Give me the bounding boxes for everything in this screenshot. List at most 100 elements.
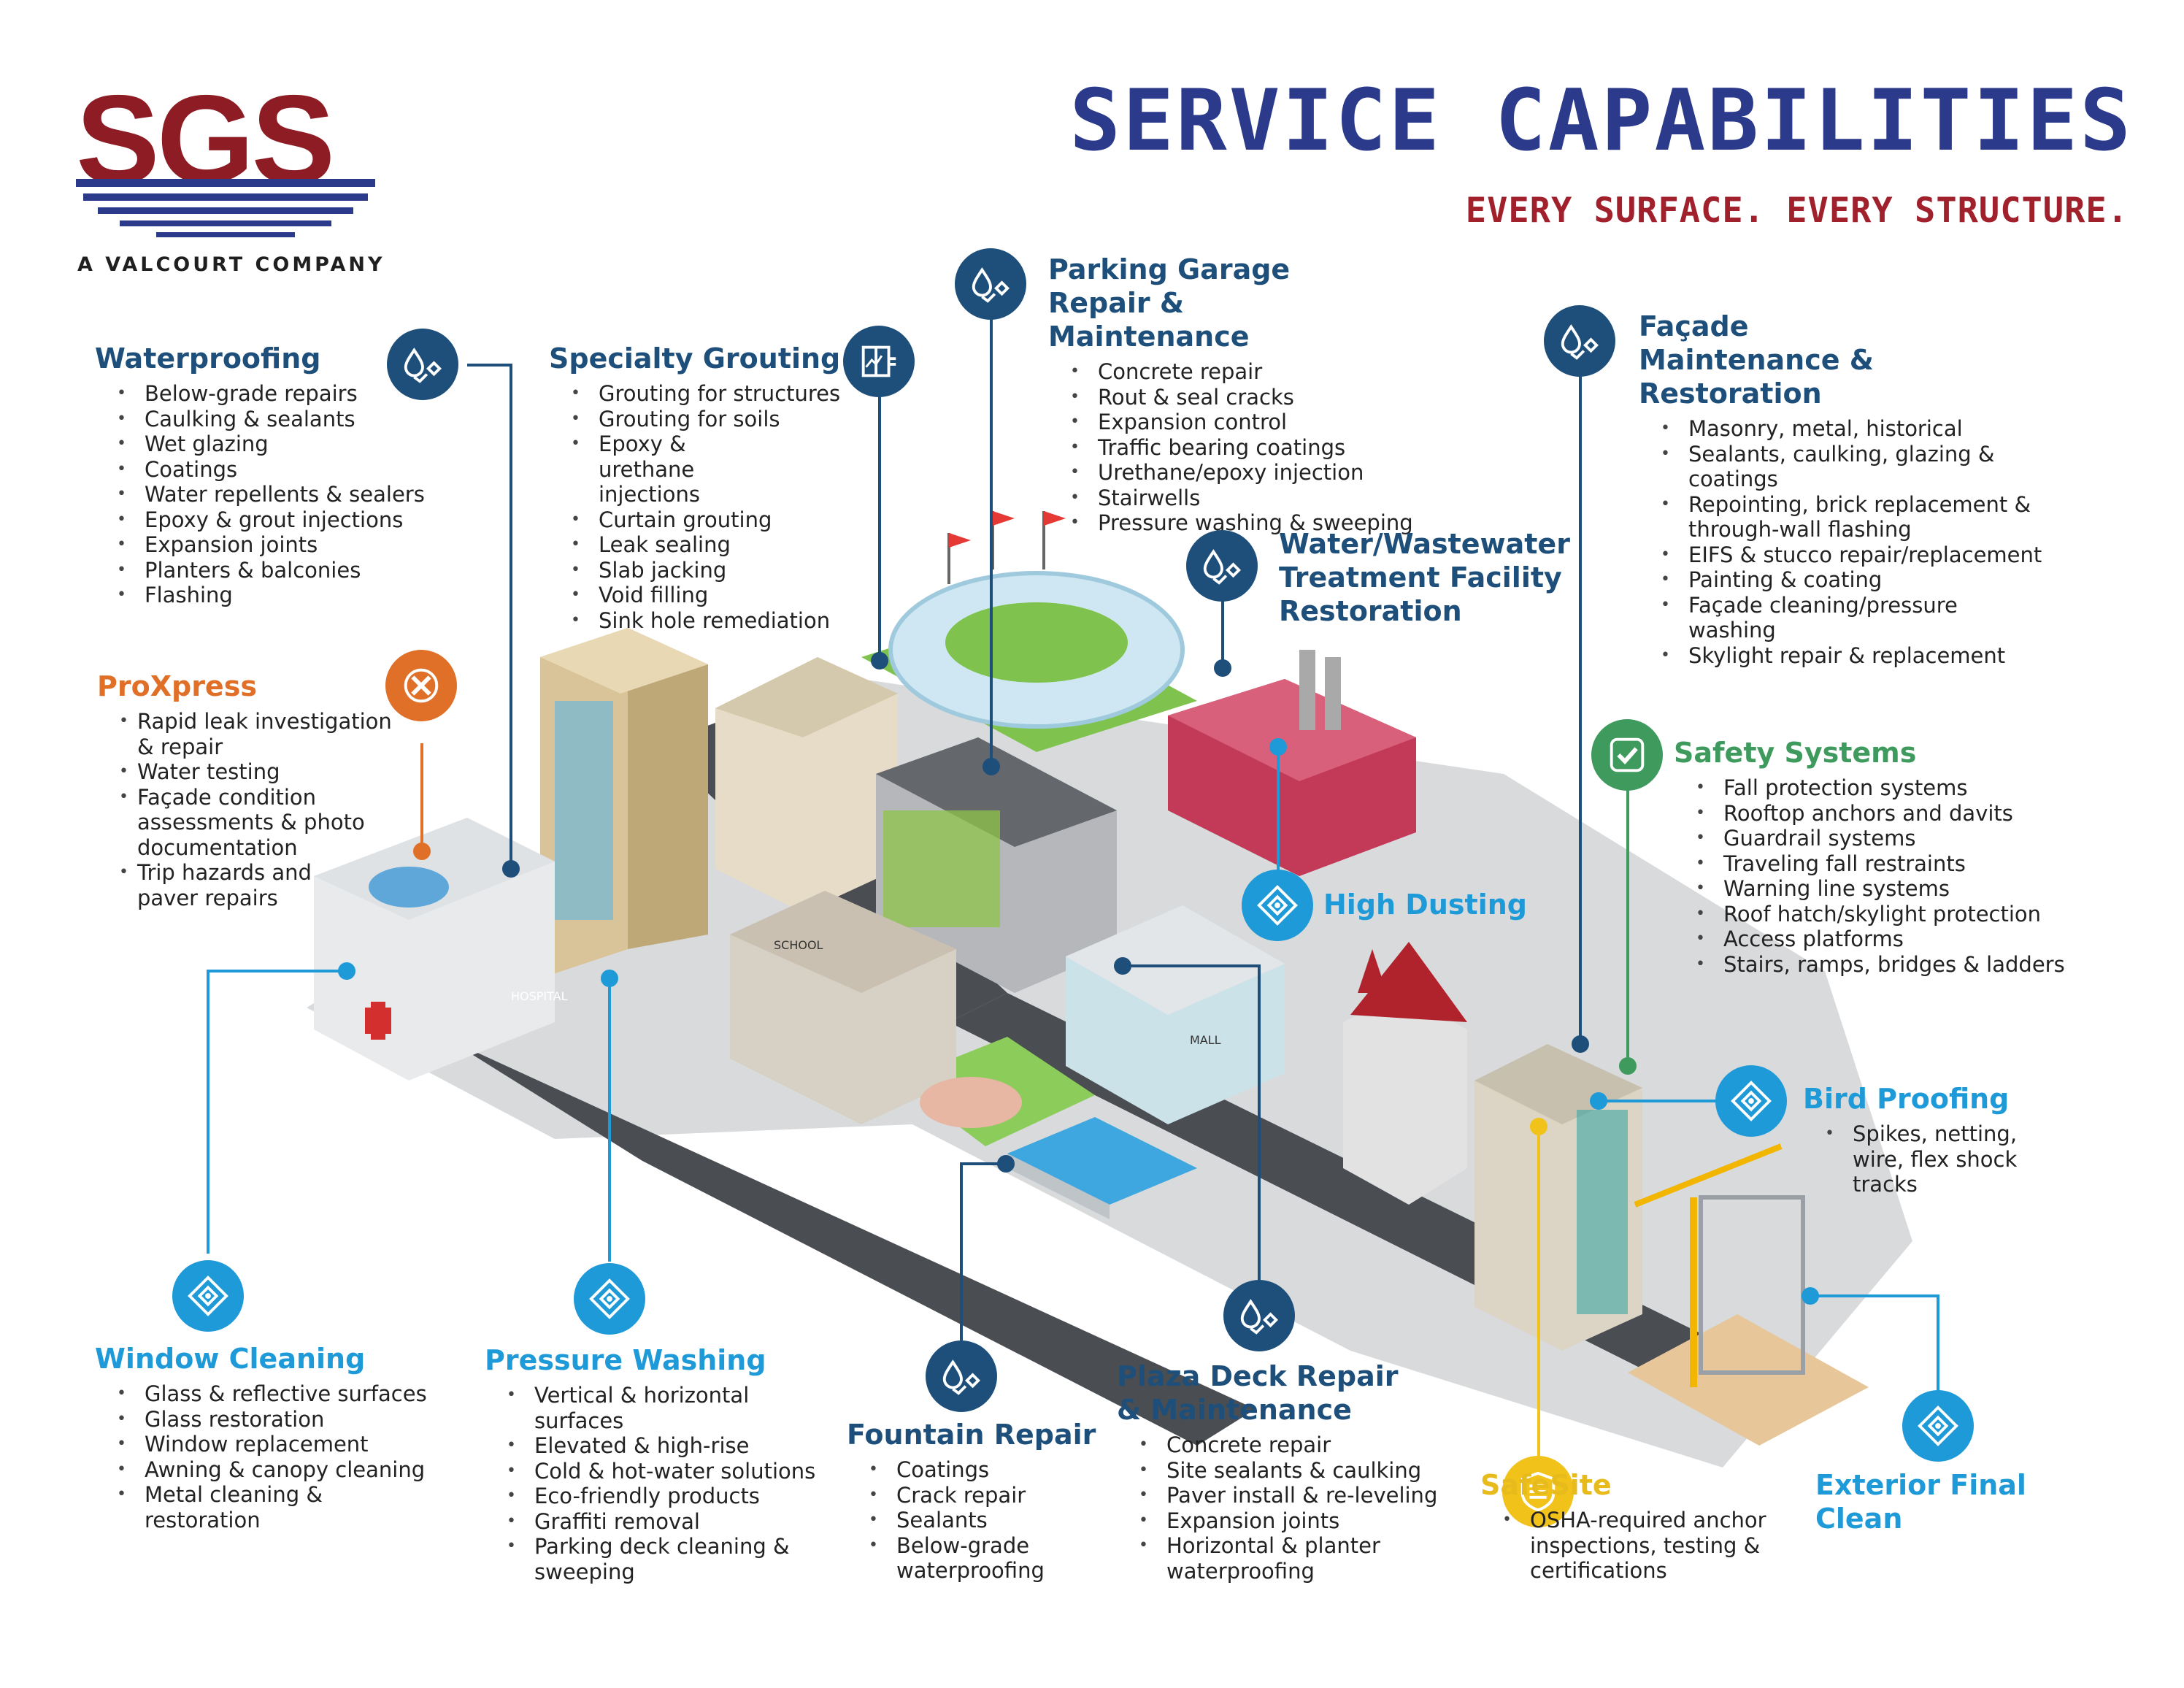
service-fountain-repair: Fountain Repair Coatings Crack repair Se… [847,1418,1139,1584]
list-item: Stairs, ramps, bridges & ladders [1674,952,2083,978]
list-item: EIFS & stucco repair/replacement [1639,542,2048,568]
list-item: Glass restoration [95,1407,445,1432]
service-title: Waterproofing [95,342,321,375]
list-item: Rapid leak investigation & repair [97,709,400,759]
treatment-plant [1168,650,1416,876]
service-title: High Dusting [1323,889,1527,921]
list-item: Graffiti removal [485,1509,835,1535]
service-bird-proofing: Bird Proofing Spikes, netting, wire, fle… [1803,1082,2110,1197]
list-item: Epoxy & grout injections [95,507,445,533]
list-item: Water testing [97,759,404,785]
list-item: Urethane/epoxy injection [1048,460,1428,486]
service-title: SafeSite [1480,1469,1612,1501]
service-title: Water/Wastewater Treatment Facility Rest… [1279,528,1570,627]
school-sign: SCHOOL [774,938,823,952]
water-drops-icon [955,248,1026,320]
connector-waterproofing [467,364,512,865]
list-item: Glass & reflective surfaces [95,1381,445,1407]
list-item: Sink hole remediation [549,608,855,634]
church [1343,942,1467,1205]
water-drops-icon [1544,305,1615,377]
dot-safety [1619,1057,1637,1075]
water-drops-icon [1186,530,1258,602]
list-item: Expansion joints [95,532,445,558]
list-item: Below-grade waterproofing [847,1533,1086,1584]
construction-site [1628,1143,1869,1446]
list-item: Sealants, caulking, glazing & coatings [1639,442,2010,492]
list-item: Coatings [847,1457,1139,1483]
hospital-sign: HOSPITAL [511,989,568,1003]
list-item: Curtain grouting [549,507,855,533]
list-item: Façade cleaning/pressure washing [1639,593,2010,643]
list-item: Fall protection systems [1674,775,2083,801]
list-item: Planters & balconies [95,558,445,583]
road-main [409,1015,1256,1446]
list-item: Sealants [847,1508,1139,1533]
dot-fountain [997,1155,1015,1173]
list-item: Water repellents & sealers [95,482,445,507]
list-item: Pressure washing & sweeping [1048,510,1428,536]
page-subtitle: EVERY SURFACE. EVERY STRUCTURE. [1465,191,2129,231]
service-list: Vertical & horizontal surfaces Elevated … [485,1383,835,1584]
right-highrise [1474,1044,1642,1351]
list-item: Horizontal & planter waterproofing [1117,1533,1415,1584]
list-item: Guardrail systems [1674,826,2083,851]
diamond-target-icon [574,1263,645,1335]
list-item: Eco-friendly products [485,1484,835,1509]
list-item: Epoxy & urethane injections [549,431,788,507]
service-title: Window Cleaning [95,1343,366,1375]
list-item: Crack repair [847,1483,1139,1508]
list-item: Traveling fall restraints [1674,851,2083,877]
parking-garage [876,737,1117,993]
dot-waterproofing [502,860,520,878]
service-facade: Façade Maintenance & Restoration Masonry… [1639,310,2048,668]
list-item: Expansion joints [1117,1508,1467,1534]
service-list: Concrete repair Site sealants & caulking… [1117,1432,1467,1584]
service-window-cleaning: Window Cleaning Glass & reflective surfa… [95,1342,445,1532]
page-title: SERVICE CAPABILITIES [1069,72,2133,170]
service-specialty-grouting: Specialty Grouting Grouting for structur… [549,342,855,633]
service-list: Below-grade repairs Caulking & sealants … [95,381,445,608]
service-title: Exterior Final Clean [1815,1469,2026,1535]
service-parking-garage: Parking Garage Repair & Maintenance Conc… [1048,253,1428,536]
diamond-target-icon [1902,1390,1974,1462]
service-water-treatment: Water/Wastewater Treatment Facility Rest… [1279,527,1585,628]
list-item: Expansion control [1048,410,1428,435]
logo-stripes [76,179,375,237]
statue-plaza [920,1077,1022,1128]
list-item: Rout & seal cracks [1048,385,1428,410]
list-item: Parking deck cleaning & sweeping [485,1534,826,1584]
service-list: OSHA-required anchor inspections, testin… [1480,1508,1787,1584]
service-waterproofing: Waterproofing Below-grade repairs Caulki… [95,342,445,608]
diamond-target-icon [1242,870,1313,941]
list-item: Site sealants & caulking [1117,1458,1467,1484]
dot-window [338,962,355,980]
dot-safesite [1530,1118,1547,1135]
list-item: Grouting for soils [549,407,855,432]
dot-exterior [1802,1287,1819,1305]
service-title: Plaza Deck Repair & Maintenance [1117,1360,1399,1426]
service-plaza-deck: Plaza Deck Repair & Maintenance Concrete… [1117,1359,1467,1584]
list-item: Wet glazing [95,431,445,457]
list-item: Spikes, netting, wire, flex shock tracks [1803,1121,2072,1197]
connector-fountain [960,1162,1006,1340]
list-item: Void filling [549,583,855,608]
service-list: Grouting for structures Grouting for soi… [549,381,855,633]
list-item: Flashing [95,583,445,608]
list-item: Cold & hot-water solutions [485,1459,835,1484]
list-item: Caulking & sealants [95,407,445,432]
service-list: Concrete repair Rout & seal cracks Expan… [1048,359,1428,536]
list-item: Concrete repair [1048,359,1428,385]
list-item: Paver install & re-leveling [1117,1483,1467,1508]
service-list: Coatings Crack repair Sealants Below-gra… [847,1457,1139,1584]
list-item: Skylight repair & replacement [1639,643,2048,669]
office-block [715,657,898,913]
service-list: Spikes, netting, wire, flex shock tracks [1803,1121,2110,1197]
list-item: Repointing, brick replacement & through-… [1639,492,2053,542]
list-item: Vertical & horizontal surfaces [485,1383,775,1433]
school-building: SCHOOL [730,891,956,1124]
list-item: Painting & coating [1639,567,2048,593]
connector-exterior [1810,1294,1939,1391]
service-proxpress: ProXpress Rapid leak investigation & rep… [97,670,404,910]
